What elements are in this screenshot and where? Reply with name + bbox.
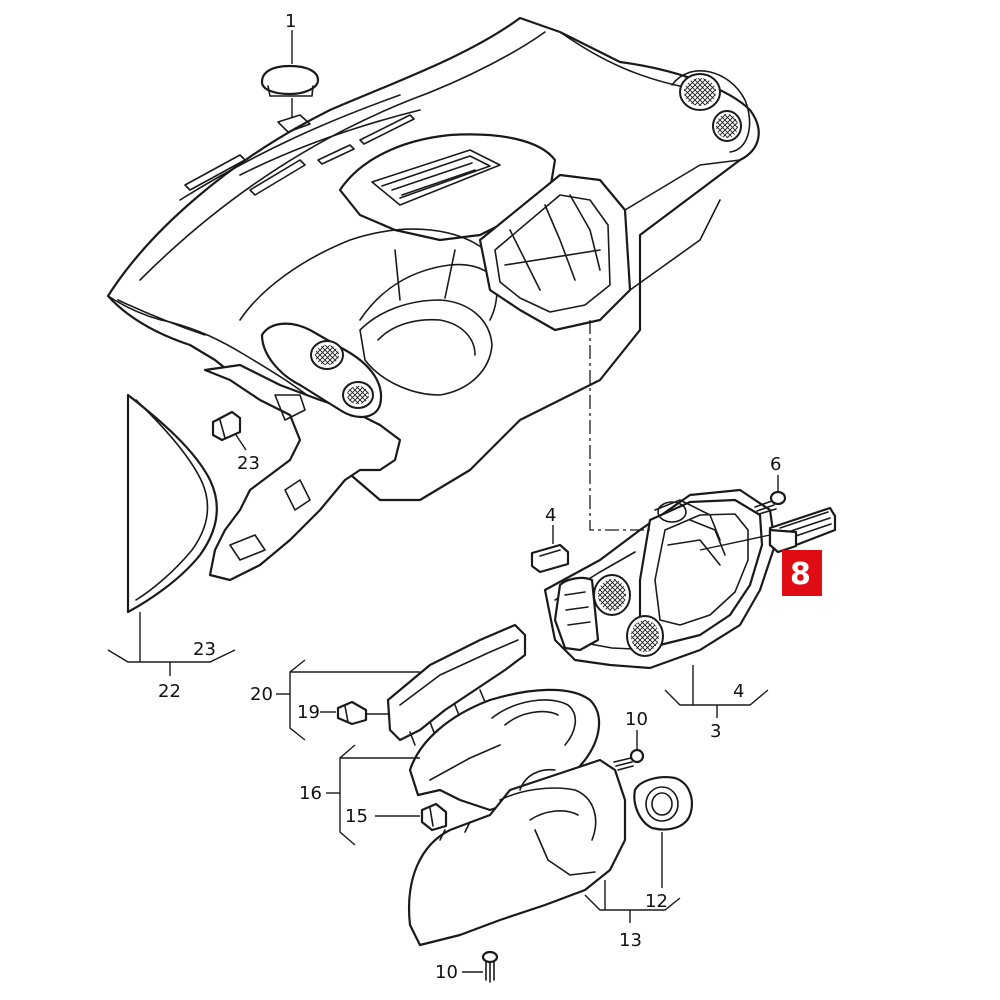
- part-3-center-trim: [543, 488, 777, 670]
- part-20-upper-shroud: [386, 623, 527, 746]
- part-23-clip: [211, 410, 247, 451]
- part-19-clip: [320, 700, 388, 726]
- callout-20: 20: [250, 684, 273, 705]
- callout-3: 3: [710, 721, 721, 742]
- part-22-side-cover: [126, 393, 218, 614]
- callout-4-bracket: 4: [733, 681, 744, 702]
- part-12-ring: [633, 776, 693, 888]
- part-6-screw: [754, 475, 787, 515]
- part-1-cap: [260, 30, 320, 133]
- callout-15: 15: [345, 806, 368, 827]
- dashboard-panel: [106, 16, 760, 582]
- callout-8: 8: [790, 557, 811, 592]
- callout-12: 12: [645, 891, 668, 912]
- callout-19: 19: [297, 702, 320, 723]
- bracket-16: [326, 744, 420, 846]
- assembly-leader: [589, 320, 650, 531]
- dash-vent-right: [671, 70, 751, 153]
- callout-6: 6: [770, 454, 781, 475]
- part-4-clip: [530, 525, 570, 574]
- callout-16: 16: [299, 783, 322, 804]
- dash-vent-left: [260, 322, 383, 418]
- part-8-highlight: 8: [782, 550, 822, 596]
- part-10-screw-bottom: [462, 950, 499, 983]
- callout-10-bottom: 10: [435, 962, 458, 983]
- part-8-switch: [699, 506, 837, 554]
- callout-23-top: 23: [237, 453, 260, 474]
- callout-1: 1: [285, 11, 296, 32]
- bracket-13: [584, 880, 681, 923]
- bracket-20: [276, 659, 420, 741]
- callout-23-bracket: 23: [193, 639, 216, 660]
- bracket-3: [664, 665, 769, 718]
- callout-4-top: 4: [545, 505, 556, 526]
- part-10-screw-top: [613, 730, 645, 771]
- callout-22: 22: [158, 681, 181, 702]
- callout-10-top: 10: [625, 709, 648, 730]
- callout-13: 13: [619, 930, 642, 951]
- part-15-clip: [375, 802, 448, 832]
- part-13-lower-trim: [408, 758, 627, 947]
- bracket-22: [107, 612, 236, 676]
